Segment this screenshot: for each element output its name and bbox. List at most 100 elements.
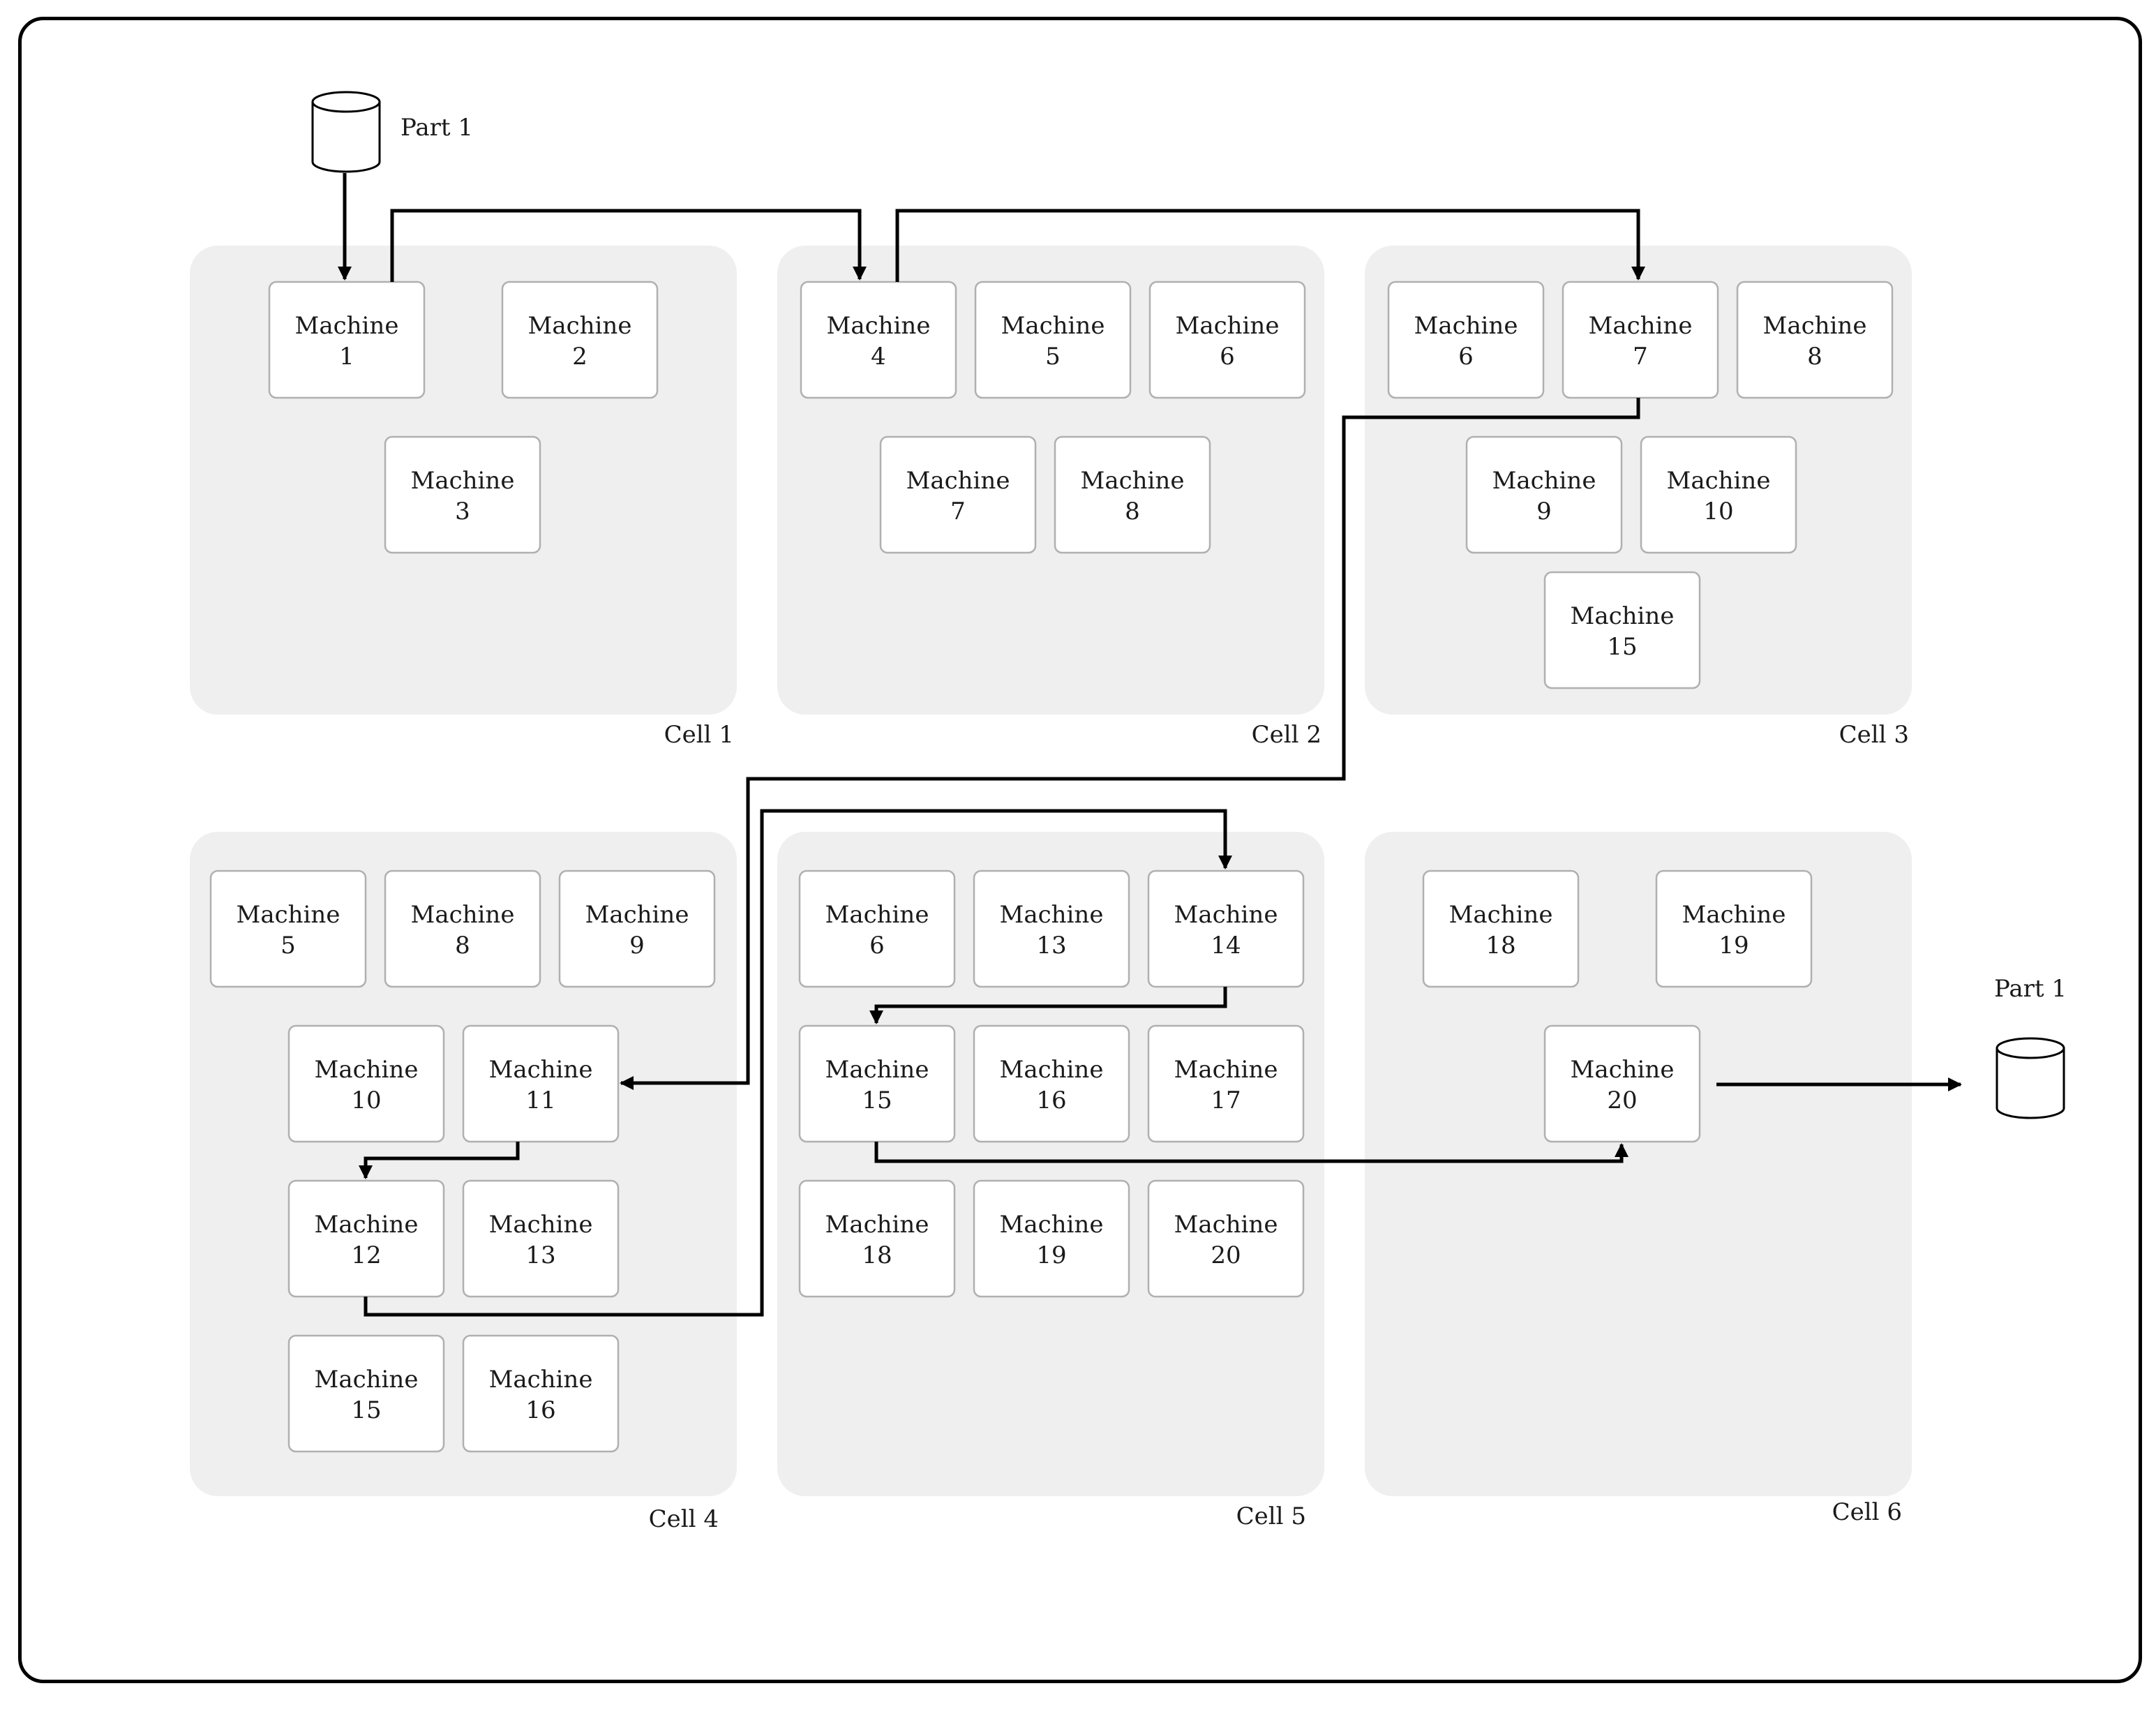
svg-text:Machine: Machine (1000, 1211, 1104, 1239)
machine-box: Machine 20 (1147, 1179, 1305, 1298)
svg-text:5: 5 (280, 932, 296, 960)
machine-box: Machine 10 (287, 1024, 445, 1143)
flow-arrow (869, 987, 1227, 1024)
svg-text:Machine: Machine (237, 901, 340, 929)
machine-box: Machine 9 (1465, 435, 1623, 554)
machine-box: Machine 5 (209, 870, 367, 988)
cell-6: Cell 6 (1365, 832, 1912, 1526)
svg-text:15: 15 (862, 1087, 892, 1114)
svg-text:Machine: Machine (1571, 602, 1675, 630)
svg-text:Machine: Machine (1174, 901, 1278, 929)
svg-text:Machine: Machine (411, 901, 515, 929)
svg-text:4: 4 (871, 343, 886, 371)
svg-text:Machine: Machine (489, 1366, 593, 1394)
svg-text:Machine: Machine (1176, 312, 1280, 340)
cell-label: Cell 3 (1839, 721, 1909, 749)
svg-text:1: 1 (339, 343, 354, 371)
svg-text:Machine: Machine (1589, 312, 1693, 340)
svg-text:Machine: Machine (1667, 467, 1771, 495)
svg-text:9: 9 (1536, 498, 1552, 525)
svg-text:Machine: Machine (827, 312, 931, 340)
svg-text:Machine: Machine (1001, 312, 1105, 340)
machine-box: Machine 15 (798, 1024, 956, 1143)
svg-text:19: 19 (1036, 1241, 1066, 1269)
part-source-label: Part 1 (400, 114, 473, 142)
svg-text:11: 11 (525, 1087, 555, 1114)
part-source-cylinder-icon (311, 91, 381, 173)
machine-box: Machine 12 (287, 1179, 445, 1298)
machine-box: Machine 18 (798, 1179, 956, 1298)
svg-text:Machine: Machine (411, 467, 515, 495)
flow-arrow (390, 209, 867, 282)
machine-box: Machine 7 (879, 435, 1037, 554)
svg-text:18: 18 (862, 1241, 892, 1269)
machine-box: Machine 9 (558, 870, 716, 988)
machine-box: Machine 6 (1387, 281, 1545, 399)
svg-text:Machine: Machine (489, 1211, 593, 1239)
svg-text:9: 9 (629, 932, 645, 960)
svg-text:8: 8 (455, 932, 470, 960)
machine-box: Machine 10 (1640, 435, 1797, 554)
svg-text:16: 16 (1036, 1087, 1066, 1114)
svg-text:Machine: Machine (1449, 901, 1553, 929)
svg-text:Machine: Machine (1081, 467, 1185, 495)
svg-text:10: 10 (351, 1087, 381, 1114)
svg-text:16: 16 (525, 1396, 555, 1424)
machine-box: Machine 15 (287, 1334, 445, 1453)
svg-text:17: 17 (1211, 1087, 1241, 1114)
svg-text:5: 5 (1045, 343, 1061, 371)
svg-text:6: 6 (869, 932, 885, 960)
svg-text:Machine: Machine (1000, 1056, 1104, 1084)
svg-text:8: 8 (1807, 343, 1822, 371)
machine-box: Machine 17 (1147, 1024, 1305, 1143)
svg-text:Machine: Machine (315, 1211, 419, 1239)
cell-label: Cell 5 (1236, 1502, 1306, 1530)
machine-box: Machine 13 (462, 1179, 620, 1298)
svg-text:20: 20 (1607, 1087, 1637, 1114)
machine-box: Machine 11 (462, 1024, 620, 1143)
svg-text:Machine: Machine (315, 1056, 419, 1084)
machine-box: Machine 19 (973, 1179, 1130, 1298)
machine-box: Machine 8 (384, 870, 541, 988)
svg-text:13: 13 (1036, 932, 1066, 960)
svg-text:8: 8 (1125, 498, 1140, 525)
svg-text:Machine: Machine (528, 312, 632, 340)
cell-label: Cell 1 (664, 721, 734, 749)
flow-arrow (364, 809, 1232, 1317)
svg-text:19: 19 (1719, 932, 1749, 960)
cell-label: Cell 6 (1832, 1498, 1902, 1526)
svg-text:Machine: Machine (825, 901, 929, 929)
machine-box: Machine 6 (1148, 281, 1306, 399)
svg-text:13: 13 (525, 1241, 555, 1269)
machine-box: Machine 7 (1562, 281, 1719, 399)
machine-box: Machine 18 (1422, 870, 1580, 988)
machine-box: Machine 16 (973, 1024, 1130, 1143)
machine-box: Machine 8 (1054, 435, 1211, 554)
svg-text:Machine: Machine (1682, 901, 1786, 929)
svg-text:Machine: Machine (825, 1211, 929, 1239)
cell-label: Cell 4 (649, 1505, 719, 1533)
machine-box: Machine 1 (268, 281, 426, 399)
cell-5: Cell 5 (777, 832, 1324, 1530)
svg-text:18: 18 (1485, 932, 1515, 960)
svg-text:Machine: Machine (1000, 901, 1104, 929)
machine-box: Machine 6 (798, 870, 956, 988)
svg-text:20: 20 (1211, 1241, 1241, 1269)
svg-text:Machine: Machine (1763, 312, 1867, 340)
part-sink-label: Part 1 (1994, 975, 2067, 1003)
machine-box: Machine 2 (501, 281, 659, 399)
svg-text:14: 14 (1211, 932, 1241, 960)
svg-text:12: 12 (351, 1241, 381, 1269)
machine-box: Machine 19 (1655, 870, 1813, 988)
cell-label: Cell 2 (1252, 721, 1322, 749)
flow-arrow (359, 1142, 520, 1179)
svg-text:Machine: Machine (1571, 1056, 1675, 1084)
flow-arrow (874, 1142, 1629, 1163)
flow-arrow (620, 398, 1640, 1090)
svg-text:6: 6 (1220, 343, 1235, 371)
svg-text:6: 6 (1458, 343, 1474, 371)
machine-box: Machine 13 (973, 870, 1130, 988)
svg-text:Machine: Machine (1174, 1211, 1278, 1239)
svg-text:Machine: Machine (315, 1366, 419, 1394)
